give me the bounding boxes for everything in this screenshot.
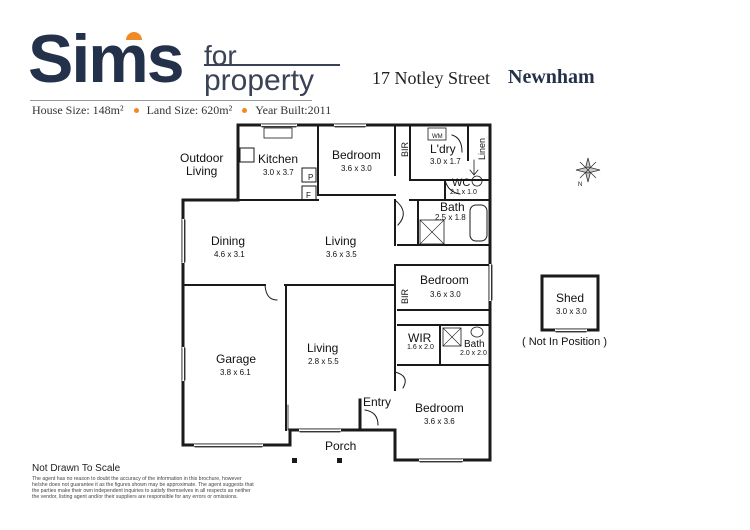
shed-label: Shed xyxy=(556,291,584,305)
garage-dims: 3.8 x 6.1 xyxy=(220,368,251,377)
garage-label: Garage xyxy=(216,352,256,366)
living2-label: Living xyxy=(307,341,338,355)
bath1-dims: 2.5 x 1.8 xyxy=(435,213,466,222)
wc-dims: 2.1 x 1.0 xyxy=(450,189,477,196)
bath2-label: Bath xyxy=(464,339,485,350)
entry-label: Entry xyxy=(363,395,391,409)
washing-machine-label: WM xyxy=(432,134,443,140)
bedroom3-label: Bedroom xyxy=(415,401,464,415)
living2-dims: 2.8 x 5.5 xyxy=(308,357,339,366)
property-suburb: Newnham xyxy=(508,66,595,88)
dining-dims: 4.6 x 3.1 xyxy=(214,250,245,259)
living1-label: Living xyxy=(325,234,356,248)
property-address: 17 Notley Street xyxy=(372,68,490,88)
stat-land-size: Land Size: 620m² xyxy=(146,103,233,117)
brand-logo: Sims for property xyxy=(28,21,340,102)
compass-north-label: N xyxy=(578,182,582,188)
bedroom1-dims: 3.6 x 3.0 xyxy=(341,164,372,173)
logo-sims-text: Sims xyxy=(28,21,185,97)
bath1-label: Bath xyxy=(440,200,465,214)
outdoor-living-label-1: Outdoor xyxy=(180,151,223,165)
laundry-label: L'dry xyxy=(430,142,456,156)
shed-dims: 3.0 x 3.0 xyxy=(556,307,587,316)
stat-year-built: Year Built:2011 xyxy=(255,103,332,117)
logo-sun-icon xyxy=(126,32,142,40)
living1-dims: 3.6 x 3.5 xyxy=(326,250,357,259)
bath2-dims: 2.0 x 2.0 xyxy=(460,350,487,357)
outdoor-living-label-2: Living xyxy=(186,164,217,178)
laundry-dims: 3.0 x 1.7 xyxy=(430,157,461,166)
bir2-label: BIR xyxy=(400,288,410,304)
bir1-label: BIR xyxy=(400,141,410,157)
bullet-icon xyxy=(242,107,248,113)
disclaimer-text: The agent has no reason to doubt the acc… xyxy=(32,476,254,500)
bedroom2-dims: 3.6 x 3.0 xyxy=(430,290,461,299)
dining-label: Dining xyxy=(211,234,245,248)
linen-label: Linen xyxy=(477,138,487,160)
logo-divider xyxy=(204,64,340,66)
bedroom3-dims: 3.6 x 3.6 xyxy=(424,417,455,426)
fridge-label: F xyxy=(306,191,311,200)
not-to-scale-note: Not Drawn To Scale xyxy=(32,463,121,474)
shed-position-note: ( Not In Position ) xyxy=(522,336,607,348)
logo-property-text: property xyxy=(204,64,315,97)
kitchen-label: Kitchen xyxy=(258,152,298,166)
porch-label: Porch xyxy=(325,439,356,453)
compass-icon xyxy=(575,157,601,183)
kitchen-dims: 3.0 x 3.7 xyxy=(263,168,294,177)
pantry-label: P xyxy=(308,173,313,182)
wc-label: WC xyxy=(452,177,470,189)
bullet-icon xyxy=(133,107,139,113)
header-divider xyxy=(30,100,312,101)
stat-house-size: House Size: 148m² xyxy=(32,103,124,117)
property-stats: House Size: 148m² Land Size: 620m² Year Bu… xyxy=(32,103,333,118)
bedroom1-label: Bedroom xyxy=(332,148,381,162)
wir-label: WIR xyxy=(408,331,432,345)
wir-dims: 1.6 x 2.0 xyxy=(407,344,434,351)
bedroom2-label: Bedroom xyxy=(420,273,469,287)
